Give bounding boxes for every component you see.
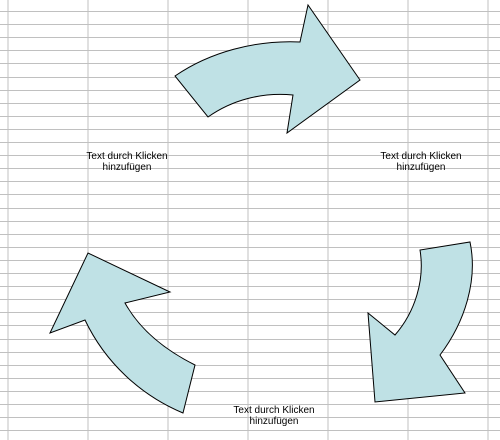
cycle-text-right-line2: hinzufügen: [396, 162, 446, 173]
cycle-text-bottom[interactable]: Text durch Klicken hinzufügen: [204, 405, 344, 427]
cycle-arrow-left[interactable]: [49, 252, 196, 414]
cycle-text-bottom-line2: hinzufügen: [249, 416, 299, 427]
cycle-text-left[interactable]: Text durch Klicken hinzufügen: [57, 151, 197, 173]
cycle-text-bottom-line1: Text durch Klicken: [233, 405, 315, 416]
cycle-text-left-line1: Text durch Klicken: [86, 151, 168, 162]
cycle-text-right[interactable]: Text durch Klicken hinzufügen: [351, 151, 491, 173]
cycle-arrow-top[interactable]: [174, 3, 361, 135]
cycle-text-left-line2: hinzufügen: [102, 162, 152, 173]
cycle-arrow-right[interactable]: [367, 241, 473, 403]
cycle-text-right-line1: Text durch Klicken: [380, 151, 462, 162]
